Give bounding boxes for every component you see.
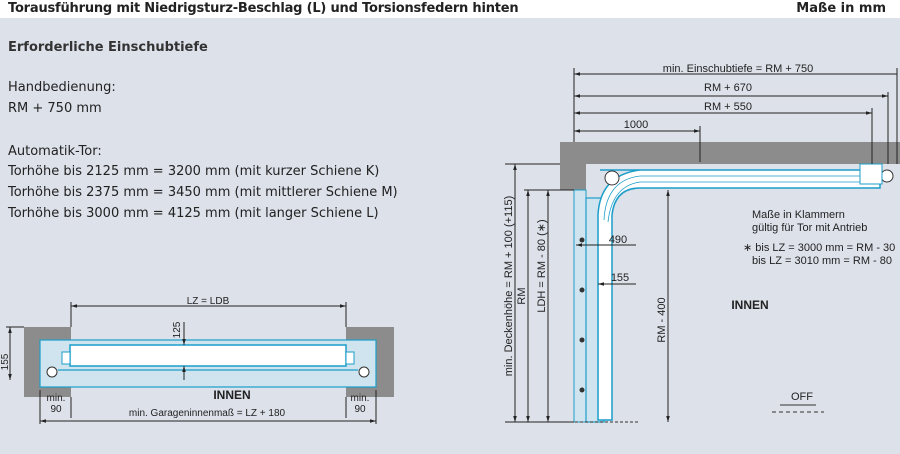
note-line-2: gültig für Tor mit Antrieb [752,222,867,234]
auto-line-1: Torhöhe bis 2125 mm = 3200 mm (mit kurze… [8,164,380,179]
min-right-label-2: 90 [354,404,366,415]
left-bracket [61,351,71,365]
auto-label: Automatik-Tor: [8,144,102,159]
auto-line-2: Torhöhe bis 2375 mm = 3450 mm (mit mittl… [8,185,398,200]
lintel [560,164,586,190]
end-roller [880,169,894,183]
door-leaf [69,344,347,367]
section-view: OFF min. Einschubtiefe = RM + 750 RM + 6… [503,63,900,423]
top-roller [604,170,620,186]
section-title: Erforderliche Einschubtiefe [8,40,208,55]
left-roller [46,366,58,378]
auto-line-3: Torhöhe bis 3000 mm = 4125 mm (mit lange… [8,206,379,221]
right-roller [358,366,370,378]
spring-box [859,163,883,185]
guide-rollers [579,237,585,393]
rm670-label: RM + 670 [704,82,752,94]
plan-view: LZ = LDB 125 155 INNEN min. 90 min. 90 m… [0,296,394,424]
manual-label: Handbedienung: [8,80,116,95]
plan-inside-label: INNEN [213,388,250,402]
section-inside-label: INNEN [731,298,768,312]
dim-155-label: 155 [0,353,11,370]
rm550-label: RM + 550 [704,101,752,113]
unit-label: Maße in mm [796,1,886,16]
track-inner-lines [640,175,880,183]
ceiling [560,142,900,164]
page-title: Torausführung mit Niedrigsturz-Beschlag … [8,1,519,16]
track-curve-lines [603,175,641,223]
min-left-label-1: min. [47,393,66,404]
note-line-3: ∗ bis LZ = 3000 mm = RM - 30 [743,242,895,254]
header-bar: Torausführung mit Niedrigsturz-Beschlag … [0,0,900,18]
einschub-label: min. Einschubtiefe = RM + 750 [663,63,813,75]
min-right-label-1: min. [351,393,370,404]
d490-label: 490 [609,234,627,246]
dim-125-label: 125 [172,321,183,338]
note-line-1: Maße in Klammern [752,209,845,221]
d155-label: 155 [611,272,629,284]
d1000-label: 1000 [624,119,648,131]
note-line-4: bis LZ = 3010 mm = RM - 80 [752,255,892,267]
rm400-label: RM - 400 [656,297,668,342]
ldh-label: LDH = RM - 80 (∗) [536,219,548,312]
frame-post [573,189,587,423]
off-label: OFF [791,391,813,403]
track-profile [597,169,881,421]
lz-label: LZ = LDB [187,296,230,307]
manual-value: RM + 750 mm [8,101,102,116]
garage-label: min. Garageninnenmaß = LZ + 180 [129,408,286,419]
rm-label: RM [516,287,528,304]
min-left-label-2: 90 [50,404,62,415]
right-bracket [345,351,355,365]
deckenhoehe-label: min. Deckenhöhe = RM + 100 (+115) [503,196,515,376]
